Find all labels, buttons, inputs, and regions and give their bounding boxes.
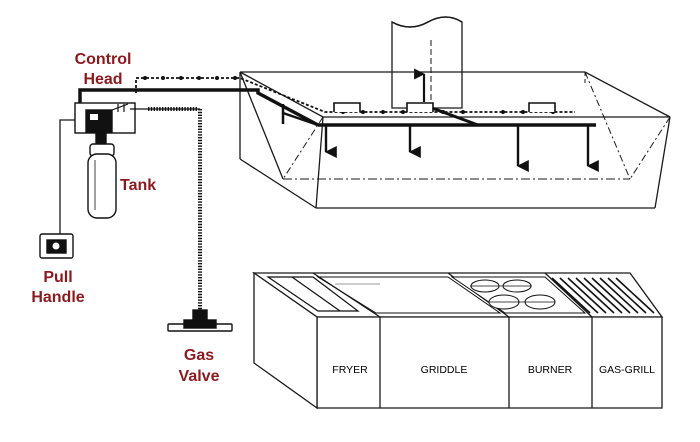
pull-handle-label-line2: Handle	[31, 289, 84, 306]
grill-bars	[551, 277, 655, 314]
pull-handle-label-line1: Pull	[43, 269, 72, 286]
exhaust-hood	[239, 71, 671, 209]
griddle-label: GRIDDLE	[421, 364, 468, 376]
agent-tank	[87, 131, 117, 219]
exhaust-duct	[391, 16, 463, 109]
discharge-nozzles	[324, 125, 599, 172]
burner-label: BURNER	[528, 364, 573, 376]
fryer-label: FRYER	[332, 364, 368, 376]
control-head-label-line1: Control	[75, 51, 132, 68]
distribution-piping	[78, 77, 596, 127]
pull-handle-cable	[59, 119, 75, 234]
burner-grates	[450, 276, 587, 314]
griddle-plate	[316, 276, 502, 314]
gas-valve-cable	[130, 107, 202, 310]
gas-grill-label: GAS-GRILL	[599, 364, 655, 376]
gas-valve	[167, 309, 233, 332]
gas-valve-label-line1: Gas	[184, 347, 214, 364]
fryer-vat	[266, 276, 360, 312]
control-head-label-line2: Head	[83, 71, 122, 88]
tank-label: Tank	[120, 177, 156, 194]
fusible-link-detectors	[333, 102, 556, 112]
pull-handle-station	[39, 233, 74, 259]
control-head	[74, 102, 136, 134]
gas-valve-label-line2: Valve	[179, 368, 220, 385]
